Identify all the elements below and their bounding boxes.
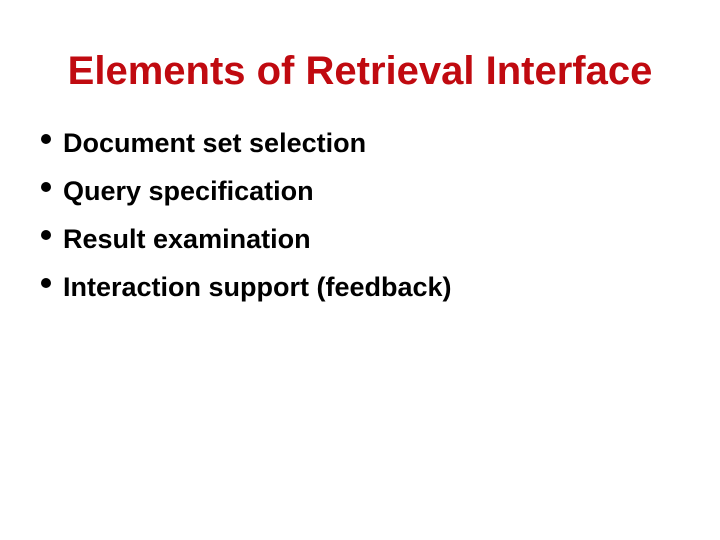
list-item-label: Query specification xyxy=(63,176,314,206)
list-item: Document set selection xyxy=(34,124,694,172)
slide-title: Elements of Retrieval Interface xyxy=(67,49,653,93)
bullet-dot-icon xyxy=(41,134,51,144)
list-item: Query specification xyxy=(34,172,694,220)
list-item: Result examination xyxy=(34,220,694,268)
bullet-dot-icon xyxy=(41,230,51,240)
bullet-dot-icon xyxy=(41,182,51,192)
list-item-label: Interaction support (feedback) xyxy=(63,272,452,302)
bullet-list: Document set selection Query specificati… xyxy=(34,124,694,316)
list-item-label: Result examination xyxy=(63,224,311,254)
bullet-dot-icon xyxy=(41,278,51,288)
list-item: Interaction support (feedback) xyxy=(34,268,694,316)
list-item-label: Document set selection xyxy=(63,128,367,158)
